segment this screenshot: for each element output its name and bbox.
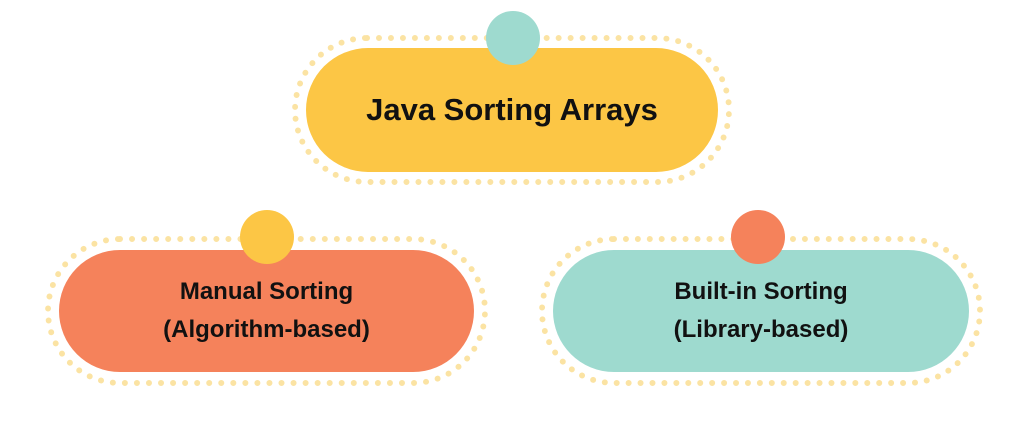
manual-sorting-pill: Manual Sorting (Algorithm-based)	[59, 250, 474, 372]
built-in-sorting-pill: Built-in Sorting (Library-based)	[553, 250, 969, 372]
root-pill: Java Sorting Arrays	[306, 48, 718, 172]
built-in-sorting-subtitle: (Library-based)	[673, 316, 849, 343]
built-in-sorting-dot	[731, 210, 785, 264]
root-dot	[486, 11, 540, 65]
manual-sorting-node: Manual Sorting (Algorithm-based)	[45, 210, 488, 386]
built-in-sorting-title: Built-in Sorting	[674, 278, 848, 305]
root-label: Java Sorting Arrays	[366, 92, 658, 127]
manual-sorting-title: Manual Sorting	[179, 278, 354, 305]
root-node: Java Sorting Arrays	[292, 11, 732, 185]
manual-sorting-dot	[240, 210, 294, 264]
manual-sorting-subtitle: (Algorithm-based)	[163, 316, 370, 343]
built-in-sorting-node: Built-in Sorting (Library-based)	[539, 210, 983, 386]
